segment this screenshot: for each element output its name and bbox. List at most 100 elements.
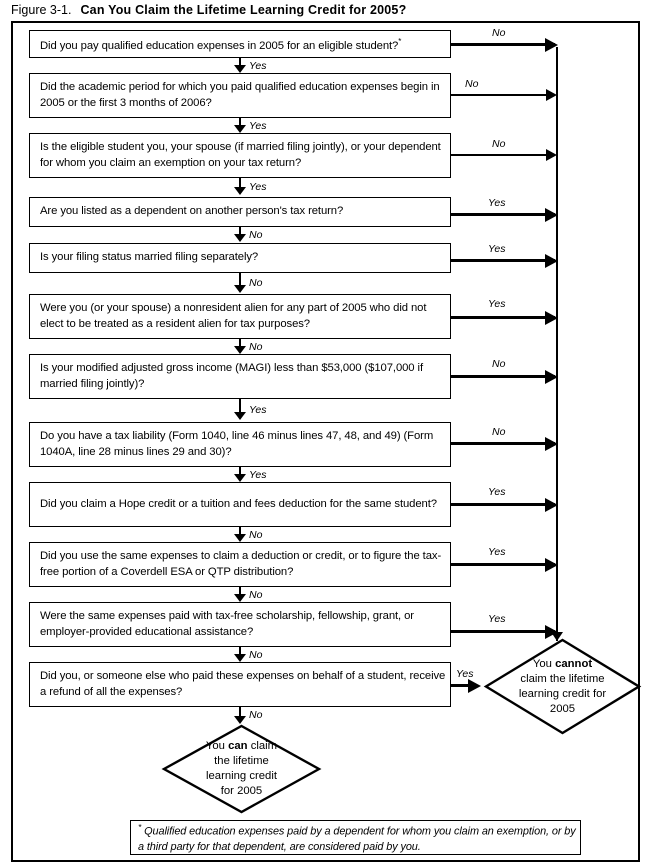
decision-box-q8: Do you have a tax liability (Form 1040, … — [29, 422, 451, 467]
branch-label-q11: Yes — [488, 613, 506, 625]
decision-box-q10: Did you use the same expenses to claim a… — [29, 542, 451, 587]
arrowhead-q10-q11 — [234, 594, 246, 602]
connector-label-q6-q7: No — [249, 341, 263, 353]
decision-text-q1: Did you pay qualified education expenses… — [40, 39, 399, 52]
footnote-box: * Qualified education expenses paid by a… — [130, 820, 581, 855]
connector-q3-q4 — [239, 178, 241, 189]
arrowhead-q9-q10 — [234, 534, 246, 542]
arrowhead-q6-q7 — [234, 346, 246, 354]
branch-line-q9 — [451, 503, 555, 506]
decision-text-q3: Is the eligible student you, your spouse… — [40, 141, 441, 169]
arrowhead-q5-q6 — [234, 285, 246, 293]
decision-box-q5: Is your filing status married filing sep… — [29, 243, 451, 273]
connector-q6-q7 — [239, 339, 241, 347]
figure-number: Figure 3-1. — [11, 3, 72, 17]
connector-label-q5-q6: No — [249, 277, 263, 289]
decision-text-q8: Do you have a tax liability (Form 1040, … — [40, 430, 434, 458]
decision-box-q1: Did you pay qualified education expenses… — [29, 30, 451, 58]
branch-arrowhead-q1 — [545, 38, 558, 52]
decision-box-q11: Were the same expenses paid with tax-fre… — [29, 602, 451, 647]
figure-frame — [11, 21, 640, 862]
decision-text-q12: Did you, or someone else who paid these … — [40, 670, 446, 698]
decision-box-q2: Did the academic period for which you pa… — [29, 73, 451, 118]
decision-text-q4: Are you listed as a dependent on another… — [40, 205, 344, 218]
branch-arrowhead-q12 — [468, 679, 481, 693]
arrowhead-q4-q5 — [234, 234, 246, 242]
decision-box-q9: Did you claim a Hope credit or a tuition… — [29, 482, 451, 527]
page-title: Figure 3-1. Can You Claim the Lifetime Le… — [11, 2, 641, 20]
connector-label-q10-q11: No — [249, 589, 263, 601]
connector-q9-q10 — [239, 527, 241, 535]
decision-box-q4: Are you listed as a dependent on another… — [29, 197, 451, 227]
footnote-marker: * — [138, 822, 142, 833]
branch-label-q5: Yes — [488, 243, 506, 255]
branch-line-q10 — [451, 563, 555, 566]
connector-label-q7-q8: Yes — [249, 404, 267, 416]
connector-q5-q6 — [239, 273, 241, 286]
branch-label-q4: Yes — [488, 197, 506, 209]
arrowhead-q3-q4 — [234, 187, 246, 195]
arrowhead-q1-q2 — [234, 65, 246, 73]
branch-label-q2: No — [465, 78, 479, 90]
branch-arrowhead-q6 — [545, 311, 558, 325]
branch-label-q9: Yes — [488, 486, 506, 498]
branch-label-q10: Yes — [488, 546, 506, 558]
connector-label-q12-outcome-positive: No — [249, 709, 263, 721]
connector-q10-q11 — [239, 587, 241, 595]
connector-q2-q3 — [239, 118, 241, 127]
connector-label-q2-q3: Yes — [249, 120, 267, 132]
branch-arrowhead-q2 — [546, 89, 557, 101]
connector-q4-q5 — [239, 227, 241, 235]
figure-caption: Can You Claim the Lifetime Learning Cred… — [80, 3, 407, 17]
decision-text-q6: Were you (or your spouse) a nonresident … — [40, 302, 427, 330]
outcome-diamond-negative: You cannot claim the lifetime learning c… — [483, 638, 642, 735]
connector-q12-outcome-positive — [239, 707, 241, 719]
branch-label-q3: No — [492, 138, 506, 150]
connector-label-q4-q5: No — [249, 229, 263, 241]
branch-rail-arrowhead — [551, 632, 563, 641]
branch-line-q5 — [451, 259, 555, 262]
branch-arrowhead-q8 — [545, 437, 558, 451]
branch-arrowhead-q5 — [545, 254, 558, 268]
branch-line-q7 — [451, 375, 555, 378]
branch-rail-negative — [556, 47, 558, 641]
branch-line-q1 — [451, 43, 555, 46]
branch-label-q7: No — [492, 358, 506, 370]
outcome-diamond-positive: You can claim the lifetime learning cred… — [161, 724, 322, 814]
decision-text-q11: Were the same expenses paid with tax-fre… — [40, 610, 414, 638]
arrowhead-q8-q9 — [234, 474, 246, 482]
footnote-text: Qualified education expenses paid by a d… — [138, 825, 576, 853]
branch-arrowhead-q10 — [545, 558, 558, 572]
branch-arrowhead-q7 — [545, 370, 558, 384]
branch-line-q3 — [451, 154, 555, 156]
decision-text-q2: Did the academic period for which you pa… — [40, 81, 440, 109]
arrowhead-q11-q12 — [234, 654, 246, 662]
decision-text-q10: Did you use the same expenses to claim a… — [40, 550, 442, 578]
branch-arrowhead-q4 — [545, 208, 558, 222]
decision-text-q7: Is your modified adjusted gross income (… — [40, 362, 423, 390]
branch-label-q12: Yes — [456, 668, 474, 680]
decision-text-q5: Is your filing status married filing sep… — [40, 251, 259, 264]
decision-box-q3: Is the eligible student you, your spouse… — [29, 133, 451, 178]
arrowhead-q12-outcome-positive — [234, 716, 246, 724]
branch-line-q8 — [451, 442, 555, 445]
branch-line-q6 — [451, 316, 555, 319]
connector-label-q11-q12: No — [249, 649, 263, 661]
connector-q7-q8 — [239, 399, 241, 414]
connector-q11-q12 — [239, 647, 241, 655]
arrowhead-q7-q8 — [234, 412, 246, 420]
connector-label-q9-q10: No — [249, 529, 263, 541]
arrowhead-q2-q3 — [234, 125, 246, 133]
footnote-marker-q1: * — [398, 36, 402, 46]
branch-arrowhead-q3 — [546, 149, 557, 161]
decision-box-q7: Is your modified adjusted gross income (… — [29, 354, 451, 399]
decision-text-q9: Did you claim a Hope credit or a tuition… — [40, 497, 437, 510]
connector-q1-q2 — [239, 58, 241, 67]
connector-label-q3-q4: Yes — [249, 181, 267, 193]
branch-line-q12 — [451, 684, 477, 687]
decision-box-q6: Were you (or your spouse) a nonresident … — [29, 294, 451, 339]
connector-label-q1-q2: Yes — [249, 60, 267, 72]
branch-label-q6: Yes — [488, 298, 506, 310]
connector-q8-q9 — [239, 467, 241, 475]
